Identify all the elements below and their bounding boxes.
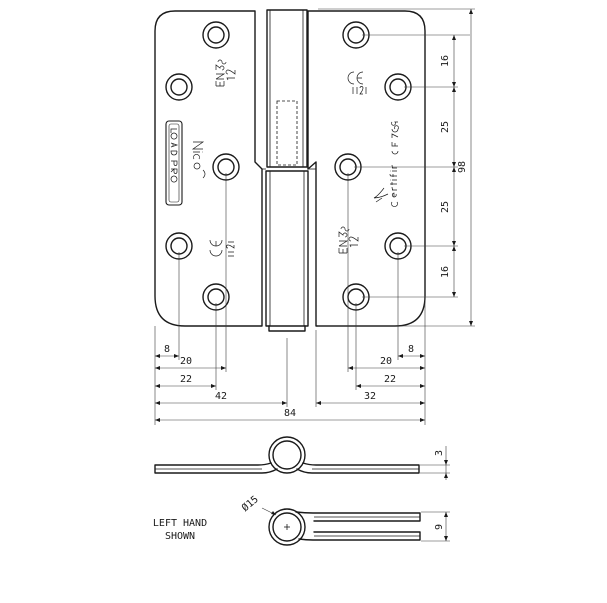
dim-right-edge-8: 8 <box>408 344 414 355</box>
dim-upper-spacing-top: 16 <box>440 55 451 67</box>
pin-window <box>276 100 298 166</box>
screw-holes <box>165 21 412 311</box>
dim-closed-thickness: 9 <box>434 524 445 530</box>
screw-hole-left-top <box>202 21 230 49</box>
closed-thickness-dimension <box>421 511 450 542</box>
hinge-closed-plan-view <box>268 508 421 546</box>
dim-left-edge-22: 22 <box>180 374 192 385</box>
knuckle-diameter-leader <box>261 507 277 516</box>
dim-left-edge-42: 42 <box>215 391 227 402</box>
stamp-right-certifire <box>373 164 398 207</box>
stamp-loadpro-badge <box>165 120 183 206</box>
handing-note-line2: SHOWN <box>165 531 195 542</box>
dim-hinge-height: 98 <box>457 161 468 173</box>
screw-hole-left-upper <box>165 73 193 101</box>
stamp-right-cf769 <box>391 121 399 155</box>
right-leaf-outline <box>307 10 426 327</box>
dim-upper-spacing-mid: 25 <box>440 121 451 133</box>
stamp-right-ce-1121 <box>347 71 367 95</box>
dim-knuckle-diameter: Ø15 <box>239 493 261 514</box>
dim-right-edge-20: 20 <box>380 356 392 367</box>
left-leaf-outline <box>154 10 263 327</box>
stamp-right-en935 <box>338 226 359 254</box>
stamp-left-en935 <box>215 59 236 87</box>
dim-left-edge-20: 20 <box>180 356 192 367</box>
dim-lower-spacing-mid: 25 <box>440 201 451 213</box>
dim-left-edge-8: 8 <box>164 344 170 355</box>
dim-overall-width: 84 <box>284 408 296 419</box>
handing-note-line1: LEFT HAND <box>153 518 207 529</box>
stamp-nico-logo <box>191 141 206 179</box>
dim-leaf-thickness: 3 <box>434 450 445 456</box>
leaf-thickness-dimension <box>420 446 450 480</box>
vertical-dimensions <box>318 8 475 327</box>
upper-knuckle <box>266 9 308 168</box>
pin-end <box>268 325 306 332</box>
dim-right-edge-22: 22 <box>384 374 396 385</box>
hinge-open-plan-view <box>154 436 420 474</box>
dim-lower-spacing-bottom: 16 <box>440 266 451 278</box>
hinge-front-view <box>154 9 426 332</box>
dim-right-edge-32: 32 <box>364 391 376 402</box>
lower-knuckle <box>265 170 309 327</box>
horizontal-dimensions <box>154 173 426 425</box>
stamp-left-ce-1121 <box>209 239 235 257</box>
